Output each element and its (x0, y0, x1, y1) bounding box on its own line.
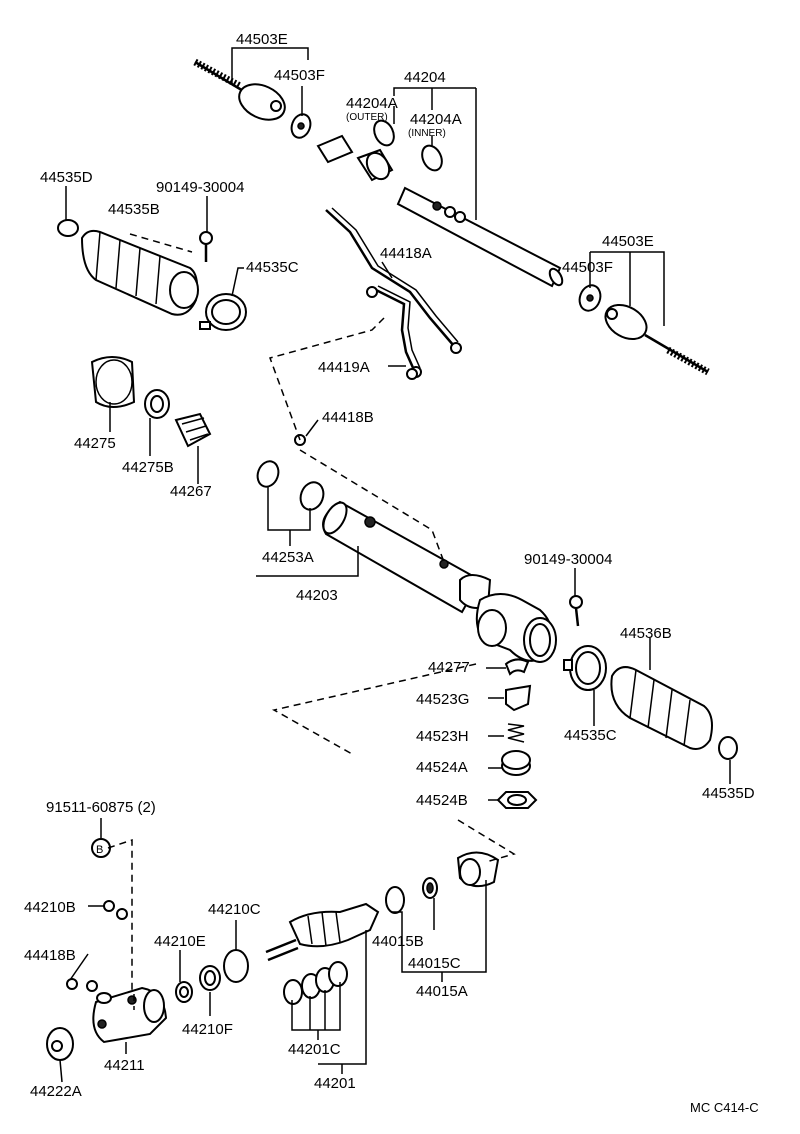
valve-housing-seal (223, 949, 249, 983)
rack-guide-lock-nut (496, 791, 538, 809)
pinion-oil-seal (422, 877, 438, 899)
rack-bushing-inner (421, 144, 443, 172)
label-44535D-top: 44535D (40, 169, 93, 186)
label-44535D-right: 44535D (702, 785, 755, 802)
pressure-tube-lines (325, 207, 462, 378)
label-inner-note: (INNER) (408, 128, 446, 139)
label-44015C: 44015C (408, 955, 461, 972)
boot-clip-top-left (57, 219, 79, 237)
control-valve-housing (92, 986, 168, 1044)
label-44015A: 44015A (416, 983, 468, 1000)
housing-end-cap (46, 1027, 74, 1061)
leader-lines (59, 47, 731, 1083)
label-44204: 44204 (404, 69, 446, 86)
label-44204A-inner: 44204A (410, 111, 462, 128)
gear-housing (322, 500, 557, 663)
housing-seals (256, 460, 325, 511)
label-44210E: 44210E (154, 933, 206, 950)
pinion-bearing-cap (456, 851, 500, 888)
label-44535B: 44535B (108, 201, 160, 218)
label-44419A: 44419A (318, 359, 370, 376)
label-44203: 44203 (296, 587, 338, 604)
label-44210C: 44210C (208, 901, 261, 918)
teflon-rings (283, 961, 348, 1005)
label-44201: 44201 (314, 1075, 356, 1092)
control-valve-pinion (265, 902, 380, 962)
rack-guide-seal (90, 356, 136, 408)
label-90149-top: 90149-30004 (156, 179, 244, 196)
label-44524A: 44524A (416, 759, 468, 776)
rack-guide-spring-cap (501, 750, 531, 776)
dashed-connection-lines (107, 317, 516, 1010)
label-44211: 44211 (104, 1057, 145, 1074)
rack-bar (316, 134, 564, 288)
rack-guide-plate (505, 684, 532, 712)
label-44015B: 44015B (372, 933, 424, 950)
boot-mount-bolt-right (569, 595, 583, 627)
label-44503F-right: 44503F (562, 259, 613, 276)
label-44503E-right: 44503E (602, 233, 654, 250)
pinion-o-ring (385, 886, 405, 914)
label-44418B-low: 44418B (24, 947, 76, 964)
label-44222A: 44222A (30, 1083, 82, 1100)
label-44275B: 44275B (122, 459, 174, 476)
boot-clamp-top (199, 293, 247, 331)
label-44253A: 44253A (262, 549, 314, 566)
tie-rod-lock-washer-right (578, 284, 602, 312)
upper-tie-rod-left (193, 58, 286, 121)
label-44277: 44277 (428, 659, 470, 676)
label-44503F-top: 44503F (274, 67, 325, 84)
boot-clamp-right (563, 645, 607, 691)
tie-rod-lock-washer-top (290, 113, 312, 139)
small-fittings (66, 368, 418, 992)
label-44418A: 44418A (380, 245, 432, 262)
label-44210B: 44210B (24, 899, 76, 916)
label-44418B-mid: 44418B (322, 409, 374, 426)
diagram-code: MC C414-C (690, 1100, 759, 1115)
label-44535C-right: 44535C (564, 727, 617, 744)
label-44204A-outer: 44204A (346, 95, 398, 112)
rack-guide-spring (507, 723, 525, 743)
label-outer-note: (OUTER) (346, 112, 388, 123)
label-44536B: 44536B (620, 625, 672, 642)
rack-boot-left (80, 229, 199, 316)
label-b-marker: B (96, 844, 103, 856)
part-labels: 44503E 44503F 44204 44204A (OUTER) 44204… (24, 31, 759, 1115)
label-44210F: 44210F (182, 1021, 233, 1038)
valve-housing-bushing (175, 981, 193, 1003)
label-44503E-top: 44503E (236, 31, 288, 48)
boot-clip-right (718, 736, 738, 760)
label-44267: 44267 (170, 483, 212, 500)
rack-guide (504, 658, 530, 676)
label-44524B: 44524B (416, 792, 468, 809)
label-44535C-top: 44535C (246, 259, 299, 276)
label-44523G: 44523G (416, 691, 469, 708)
lower-tie-rod-right (604, 303, 710, 376)
label-44201C: 44201C (288, 1041, 341, 1058)
label-44523H: 44523H (416, 728, 469, 745)
rack-end-cap (174, 412, 212, 448)
rack-bushing-outer (373, 119, 395, 147)
boot-mount-bolt-top (199, 231, 213, 262)
label-90149-right: 90149-30004 (524, 551, 612, 568)
rack-guide-bushing (144, 389, 170, 419)
rack-boot-right (610, 666, 713, 750)
valve-housing-bearing (199, 965, 221, 991)
label-44275: 44275 (74, 435, 116, 452)
label-91511: 91511-60875 (2) (46, 799, 156, 816)
